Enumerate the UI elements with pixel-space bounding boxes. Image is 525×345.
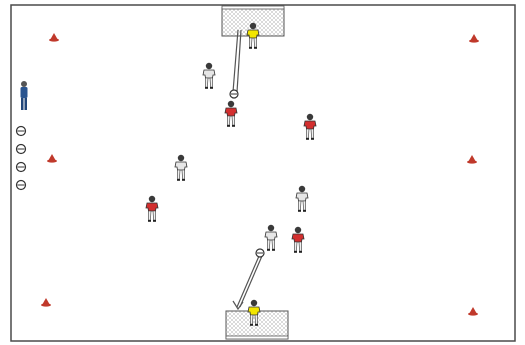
pitch-boundary	[11, 5, 515, 341]
ball	[17, 181, 26, 190]
ball-in-play	[230, 90, 238, 98]
ball-in-play	[256, 249, 264, 257]
ball	[17, 127, 26, 136]
ball	[17, 145, 26, 154]
ball	[17, 163, 26, 172]
